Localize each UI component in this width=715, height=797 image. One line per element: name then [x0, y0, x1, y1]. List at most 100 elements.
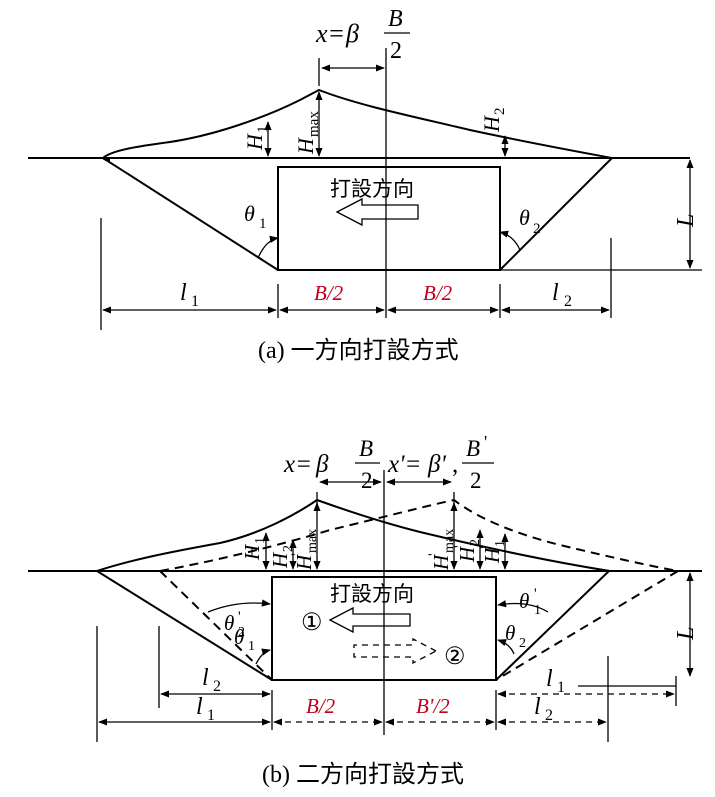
- Hmax-label-b: H ' max: [289, 529, 320, 571]
- svg-text:B: B: [466, 436, 480, 461]
- failure-line-solid-left: [96, 570, 273, 681]
- theta2p-label: θ ' 2: [224, 609, 245, 640]
- svg-text:θ: θ: [244, 201, 255, 226]
- svg-text:1: 1: [557, 679, 565, 696]
- svg-text:': ': [484, 432, 487, 452]
- L-label-b: L: [673, 627, 699, 641]
- svg-text:1: 1: [191, 293, 199, 310]
- offset-formula-a: x= β B 2: [315, 6, 410, 64]
- l1-label: l 1: [180, 280, 199, 310]
- theta2-label-b: θ 2: [505, 621, 526, 651]
- svg-text:max: max: [306, 111, 322, 137]
- svg-text:1: 1: [493, 540, 508, 547]
- offset-2-label: 2: [390, 38, 402, 64]
- direction-label-b: 打設方向: [330, 582, 414, 606]
- Hmax-label: H max: [293, 111, 322, 155]
- heave-curve-solid: [96, 498, 611, 572]
- svg-text:H: H: [429, 553, 453, 571]
- svg-text:l: l: [534, 694, 541, 720]
- half-right-label: B/2: [423, 281, 453, 305]
- l2-right-label: l 2: [534, 694, 553, 724]
- svg-text:1: 1: [259, 216, 267, 232]
- theta1-label: θ 1: [244, 201, 267, 232]
- H1-label-b: H 1: [240, 537, 268, 561]
- svg-text:β': β': [427, 451, 446, 478]
- svg-text:1: 1: [534, 603, 541, 618]
- theta2p-arc: [207, 599, 271, 613]
- svg-text:max: max: [305, 529, 320, 553]
- H1p-label-b: H ' 1: [477, 540, 508, 564]
- svg-text:': ': [426, 553, 442, 556]
- svg-text:': ': [289, 553, 305, 556]
- half-left-label: B/2: [314, 281, 344, 305]
- svg-text:2: 2: [468, 539, 483, 546]
- caption-a: (a) 一方向打設方式: [258, 337, 459, 364]
- svg-text:2: 2: [470, 468, 482, 493]
- theta1p-arc: [497, 600, 549, 613]
- failure-line-left: [102, 157, 279, 271]
- svg-text:H: H: [479, 115, 504, 133]
- caption-b: (b) 二方向打設方式: [262, 761, 464, 788]
- svg-text:1: 1: [255, 126, 271, 134]
- H2-label: H 2: [479, 108, 508, 134]
- offset-beta-label: β: [345, 19, 359, 48]
- svg-text:H: H: [293, 137, 318, 155]
- structure-box-b: [271, 576, 497, 681]
- diagram-b: x= β B 2 x'= β' , B ' 2: [28, 432, 702, 788]
- l2-label: l 2: [552, 280, 572, 310]
- offset-formula-b1: x= β B 2: [283, 436, 380, 493]
- H2-label-b: H 2: [268, 545, 296, 569]
- svg-text:,: ,: [452, 451, 458, 478]
- half-left-label-b: B/2: [306, 694, 336, 718]
- theta1-arc-b: [255, 648, 271, 665]
- offset-x-label: x=: [315, 19, 345, 48]
- offset-B-label: B: [388, 6, 403, 32]
- H2p-label-b: H ' 2: [452, 539, 483, 563]
- theta1p-label: θ ' 1: [519, 586, 541, 618]
- svg-text:H: H: [268, 551, 292, 569]
- l2-left-label: l 2: [202, 665, 221, 695]
- l1-left-label: l 1: [196, 694, 215, 724]
- svg-text:l: l: [196, 694, 203, 720]
- theta1-label-b: θ 1: [234, 625, 255, 654]
- svg-text:2: 2: [492, 108, 508, 116]
- diagram-a: x= β B 2 打設方向 H 1 H: [28, 6, 702, 364]
- svg-text:θ: θ: [505, 621, 515, 645]
- svg-text:2: 2: [533, 221, 541, 237]
- svg-text:l: l: [180, 280, 187, 306]
- svg-text:x=: x=: [283, 451, 312, 478]
- svg-text:': ': [477, 546, 493, 549]
- svg-text:H: H: [455, 545, 479, 563]
- direction-arrow-left: [335, 197, 419, 227]
- svg-text:l: l: [546, 666, 553, 692]
- half-right-label-b: B'/2: [416, 694, 450, 718]
- svg-text:max: max: [442, 529, 457, 553]
- svg-text:H: H: [292, 553, 316, 571]
- svg-text:2: 2: [238, 625, 245, 640]
- L-label: L: [673, 214, 699, 228]
- heave-curve-dashed: [159, 498, 679, 572]
- svg-text:H: H: [242, 133, 267, 151]
- svg-text:2: 2: [361, 468, 373, 493]
- svg-text:2: 2: [213, 678, 221, 695]
- svg-text:L: L: [673, 214, 699, 228]
- theta2-arc-b: [497, 639, 515, 655]
- heave-curve: [102, 88, 613, 159]
- circle-1-label: ①: [301, 610, 323, 636]
- svg-text:': ': [238, 609, 241, 625]
- failure-line-dashed-left: [159, 570, 273, 681]
- svg-text:l: l: [202, 665, 209, 691]
- theta2-arc: [499, 230, 521, 251]
- svg-text:θ: θ: [234, 625, 244, 649]
- l1-right-label: l 1: [546, 666, 565, 696]
- svg-text:β: β: [315, 451, 329, 478]
- failure-line-right: [499, 157, 613, 271]
- svg-text:l: l: [552, 280, 559, 306]
- svg-text:θ: θ: [519, 205, 530, 230]
- svg-text:1: 1: [253, 537, 268, 544]
- offset-formula-b2: x'= β' , B ' 2: [387, 432, 494, 493]
- H1-label: H 1: [242, 126, 271, 152]
- svg-text:2: 2: [519, 636, 526, 651]
- failure-line-solid-right: [495, 570, 610, 681]
